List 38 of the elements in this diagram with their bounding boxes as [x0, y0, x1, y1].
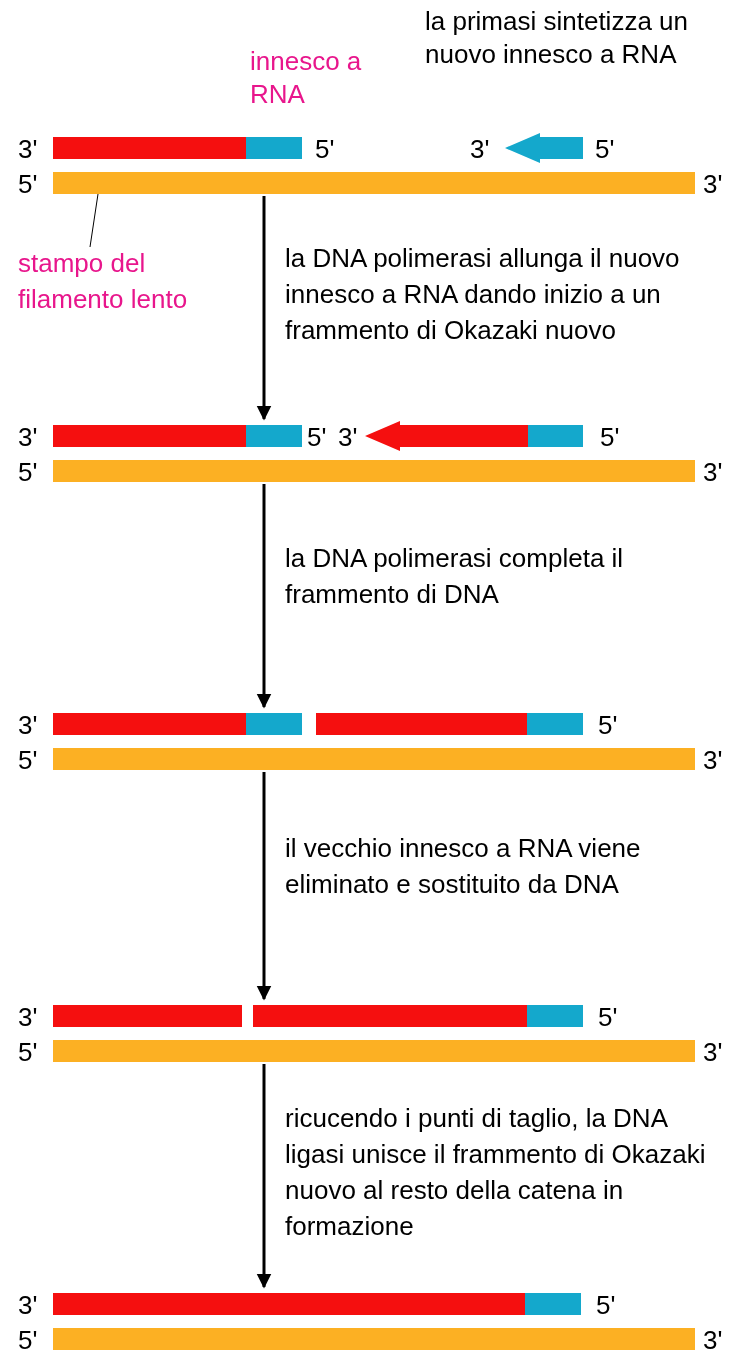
strand-end-label: 5' [18, 456, 38, 489]
arrow [256, 484, 272, 709]
strand-end-label: 3' [703, 456, 723, 489]
arrow [256, 1064, 272, 1289]
strand-end-label: 3' [703, 1324, 723, 1356]
edge-label: la DNA polimerasi allunga il nuovo innesco a RNA dando inizio a un frammento di Okazaki nuovo [285, 242, 681, 347]
strand-end-label: 3' [703, 744, 723, 777]
strand-end-label: 5' [307, 421, 327, 454]
strand-end-label: 3' [18, 709, 38, 742]
strand-end-label: 5' [598, 709, 618, 742]
strand-end-label: 3' [470, 133, 490, 166]
annotation-text: la primasi sintetizza un nuovo innesco a RNA [425, 5, 689, 71]
strand-end-label: 5' [315, 133, 335, 166]
arrow [256, 196, 272, 421]
annotation-text: stampo del filamento lento [18, 245, 208, 317]
strand-end-label: 5' [18, 1324, 38, 1356]
primer-label: innesco a RNA [250, 45, 363, 111]
strand-end-label: 5' [18, 1036, 38, 1069]
edge-label: ricucendo i punti di taglio, la DNA ligasi unisce il frammento di Okazaki nuovo al resto della catena in formazione [285, 1102, 707, 1243]
strand-end-label: 3' [18, 133, 38, 166]
edge-label: la DNA polimerasi completa il frammento di DNA [285, 542, 625, 611]
edge-label: il vecchio innesco a RNA viene eliminato e sostituito da DNA [285, 832, 642, 901]
leader-line [89, 193, 99, 248]
dna-strands-drawing [53, 132, 695, 194]
strand-end-label: 5' [595, 133, 615, 166]
strand-end-label: 3' [18, 1001, 38, 1034]
strand-end-label: 3' [18, 421, 38, 454]
strand-end-label: 5' [18, 168, 38, 201]
strand-end-label: 5' [600, 421, 620, 454]
strand-end-label: 3' [703, 168, 723, 201]
strand-end-label: 5' [596, 1289, 616, 1322]
strand-end-label: 5' [598, 1001, 618, 1034]
dna-strands-drawing [53, 420, 695, 482]
arrow [256, 772, 272, 1001]
strand-end-label: 3' [18, 1289, 38, 1322]
strand-end-label: 3' [338, 421, 358, 454]
strand-end-label: 3' [703, 1036, 723, 1069]
strand-end-label: 5' [18, 744, 38, 777]
